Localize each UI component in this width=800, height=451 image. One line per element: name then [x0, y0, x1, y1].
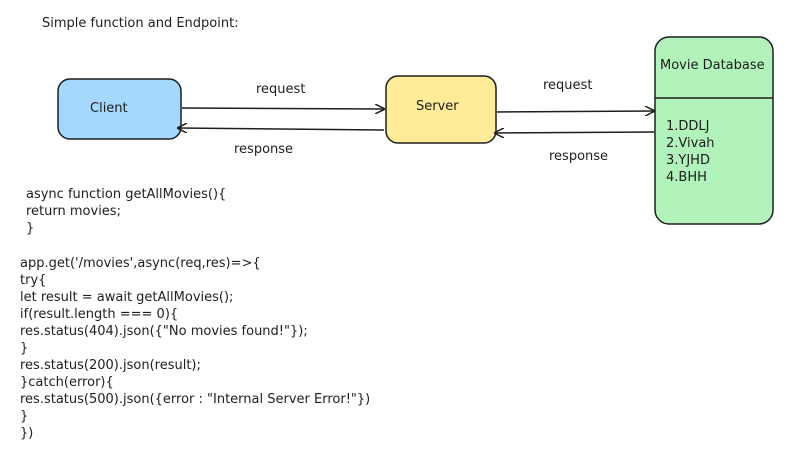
database-item: 2.Vivah	[666, 136, 715, 151]
client-label: Client	[90, 101, 128, 116]
code-line: return movies;	[26, 204, 121, 219]
database-item: 4.BHH	[666, 170, 707, 185]
edge-server-client-response	[178, 128, 385, 130]
edge-client-server-request	[181, 108, 384, 109]
code-line: })	[20, 426, 34, 441]
code-line: }	[20, 341, 29, 356]
edge-server-db-request	[496, 111, 654, 112]
code-line: res.status(500).json({error : "Internal …	[20, 392, 371, 407]
code-line: if(result.length === 0){	[20, 307, 179, 322]
database-item: 1.DDLJ	[666, 119, 710, 134]
server-node	[385, 75, 497, 144]
database-item: 3.YJHD	[666, 153, 710, 168]
edge-label-server-client-response: response	[234, 142, 294, 157]
edge-db-server-response	[495, 132, 655, 133]
server-label: Server	[416, 99, 459, 114]
edge-label-server-db-request: request	[543, 78, 593, 93]
code-line: let result = await getAllMovies();	[20, 290, 234, 305]
database-node	[654, 36, 774, 225]
diagram-title: Simple function and Endpoint:	[42, 16, 239, 31]
code-line: async function getAllMovies(){	[26, 187, 227, 202]
database-title: Movie Database	[660, 58, 765, 73]
code-line: }catch(error){	[20, 375, 114, 390]
code-line: }	[26, 221, 35, 236]
code-line: }	[20, 409, 29, 424]
edge-label-client-server-request: request	[256, 82, 306, 97]
edge-label-db-server-response: response	[549, 149, 609, 164]
client-node	[57, 78, 182, 140]
code-line: app.get('/movies',async(req,res)=>{	[20, 256, 261, 271]
code-line: res.status(200).json(result);	[20, 358, 201, 373]
code-line: res.status(404).json({"No movies found!"…	[20, 324, 308, 339]
code-line: try{	[20, 273, 47, 288]
